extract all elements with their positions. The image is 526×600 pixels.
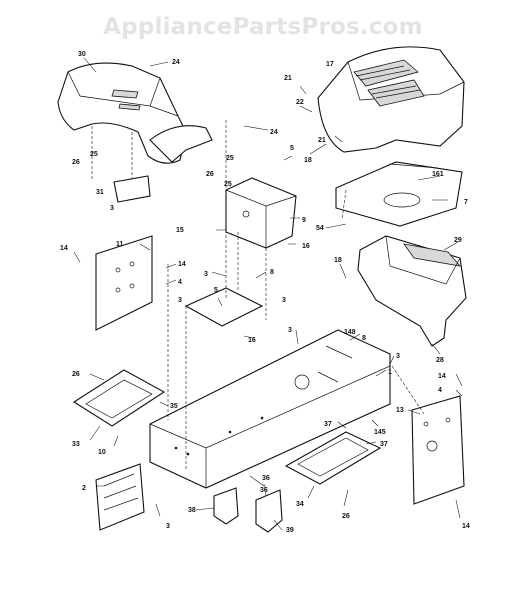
callout-37b: 37	[380, 441, 388, 448]
leader-lines	[73, 57, 463, 531]
callout-25a: 25	[90, 151, 98, 158]
hood	[317, 46, 465, 153]
callout-3e: 3	[288, 327, 292, 334]
callout-26b: 26	[206, 171, 214, 178]
callout-33: 33	[72, 441, 80, 448]
callout-4a: 4	[178, 279, 182, 286]
callout-21b: 21	[318, 137, 326, 144]
callout-14c: 14	[438, 373, 446, 380]
callout-10: 10	[98, 449, 106, 456]
callout-25c: 25	[224, 181, 232, 188]
callout-3f: 3	[396, 353, 400, 360]
right-footrest	[284, 431, 382, 485]
callout-1: 1	[388, 369, 392, 376]
callout-16a: 16	[302, 243, 310, 250]
callout-38: 38	[188, 507, 196, 514]
callout-39: 39	[286, 527, 294, 534]
grille-bumper	[357, 235, 467, 347]
callout-26c: 26	[72, 371, 80, 378]
callout-3a: 3	[110, 205, 114, 212]
callout-16b: 16	[248, 337, 256, 344]
callout-161: 161	[432, 171, 444, 178]
callout-36a: 36	[262, 475, 270, 482]
callout-31: 31	[96, 189, 104, 196]
callout-37a: 37	[324, 421, 332, 428]
callout-labels: 30 24 24 25 26 25 26 25 31 3 17 21 22 21…	[60, 51, 470, 534]
callout-3d: 3	[282, 297, 286, 304]
mount-plate	[184, 287, 264, 327]
lower-bracket	[95, 463, 145, 531]
pedal-brackets	[213, 487, 283, 533]
callout-3g: 3	[166, 523, 170, 530]
callout-14d: 14	[462, 523, 470, 530]
callout-14a: 14	[60, 245, 68, 252]
callout-24a: 24	[172, 59, 180, 66]
callout-34: 34	[296, 501, 304, 508]
rear-fender	[57, 62, 213, 164]
callout-8a: 8	[270, 269, 274, 276]
left-footrest	[72, 369, 166, 427]
callout-3c: 3	[178, 297, 182, 304]
callout-54: 54	[316, 225, 324, 232]
callout-25b: 25	[226, 155, 234, 162]
callout-9: 9	[302, 217, 306, 224]
right-side-panel	[411, 395, 465, 505]
callout-13: 13	[396, 407, 404, 414]
fender-bracket	[113, 175, 151, 203]
callout-145: 145	[374, 429, 386, 436]
callout-35: 35	[170, 403, 178, 410]
left-side-panel	[95, 235, 153, 331]
callout-28: 28	[436, 357, 444, 364]
callout-21a: 21	[284, 75, 292, 82]
callout-18b: 18	[334, 257, 342, 264]
callout-29: 29	[454, 237, 462, 244]
alignment-lines	[91, 120, 425, 470]
callout-36b: 36	[260, 487, 268, 494]
callout-148: 148	[344, 329, 356, 336]
dashboard-panel	[225, 177, 297, 249]
callout-7: 7	[464, 199, 468, 206]
callout-5b: 5	[214, 287, 218, 294]
callout-2: 2	[82, 485, 86, 492]
callout-17: 17	[326, 61, 334, 68]
callout-30: 30	[78, 51, 86, 58]
callout-26d: 26	[342, 513, 350, 520]
callout-24b: 24	[270, 129, 278, 136]
callout-15: 15	[176, 227, 184, 234]
callout-14b: 14	[178, 261, 186, 268]
callout-22: 22	[296, 99, 304, 106]
callout-18a: 18	[304, 157, 312, 164]
callout-4b: 4	[438, 387, 442, 394]
callout-5a: 5	[290, 145, 294, 152]
main-frame	[149, 329, 391, 489]
callout-3b: 3	[204, 271, 208, 278]
callout-8b: 8	[362, 335, 366, 342]
callout-26a: 26	[72, 159, 80, 166]
callout-11: 11	[116, 241, 124, 248]
